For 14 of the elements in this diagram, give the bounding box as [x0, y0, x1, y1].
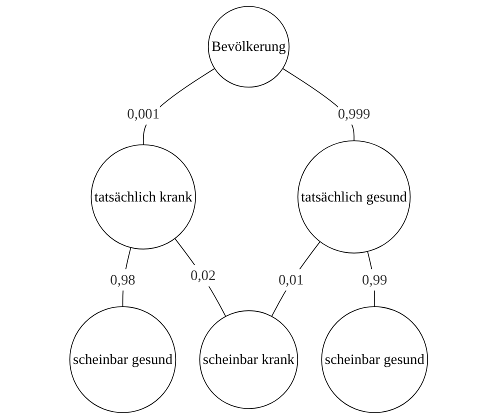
- edge-label: 0,99: [362, 271, 388, 288]
- node-circle: tatsächlich krank: [90, 144, 196, 250]
- edge-label: 0,01: [278, 271, 304, 288]
- node-circle: scheinbar krank: [199, 310, 298, 409]
- node-circle: scheinbar gesund: [321, 306, 428, 413]
- node-circle: tatsächlich gesund: [297, 140, 410, 254]
- edge-label: 0,98: [110, 271, 136, 288]
- edge-label: 0,001: [126, 106, 160, 122]
- edge-label: 0,02: [190, 267, 216, 284]
- node-circle: Bevölkerung: [208, 6, 290, 88]
- edge-label: 0,999: [338, 106, 370, 122]
- node-circle: scheinbar gesund: [69, 306, 176, 413]
- connector: [271, 241, 320, 317]
- connector: [174, 238, 226, 317]
